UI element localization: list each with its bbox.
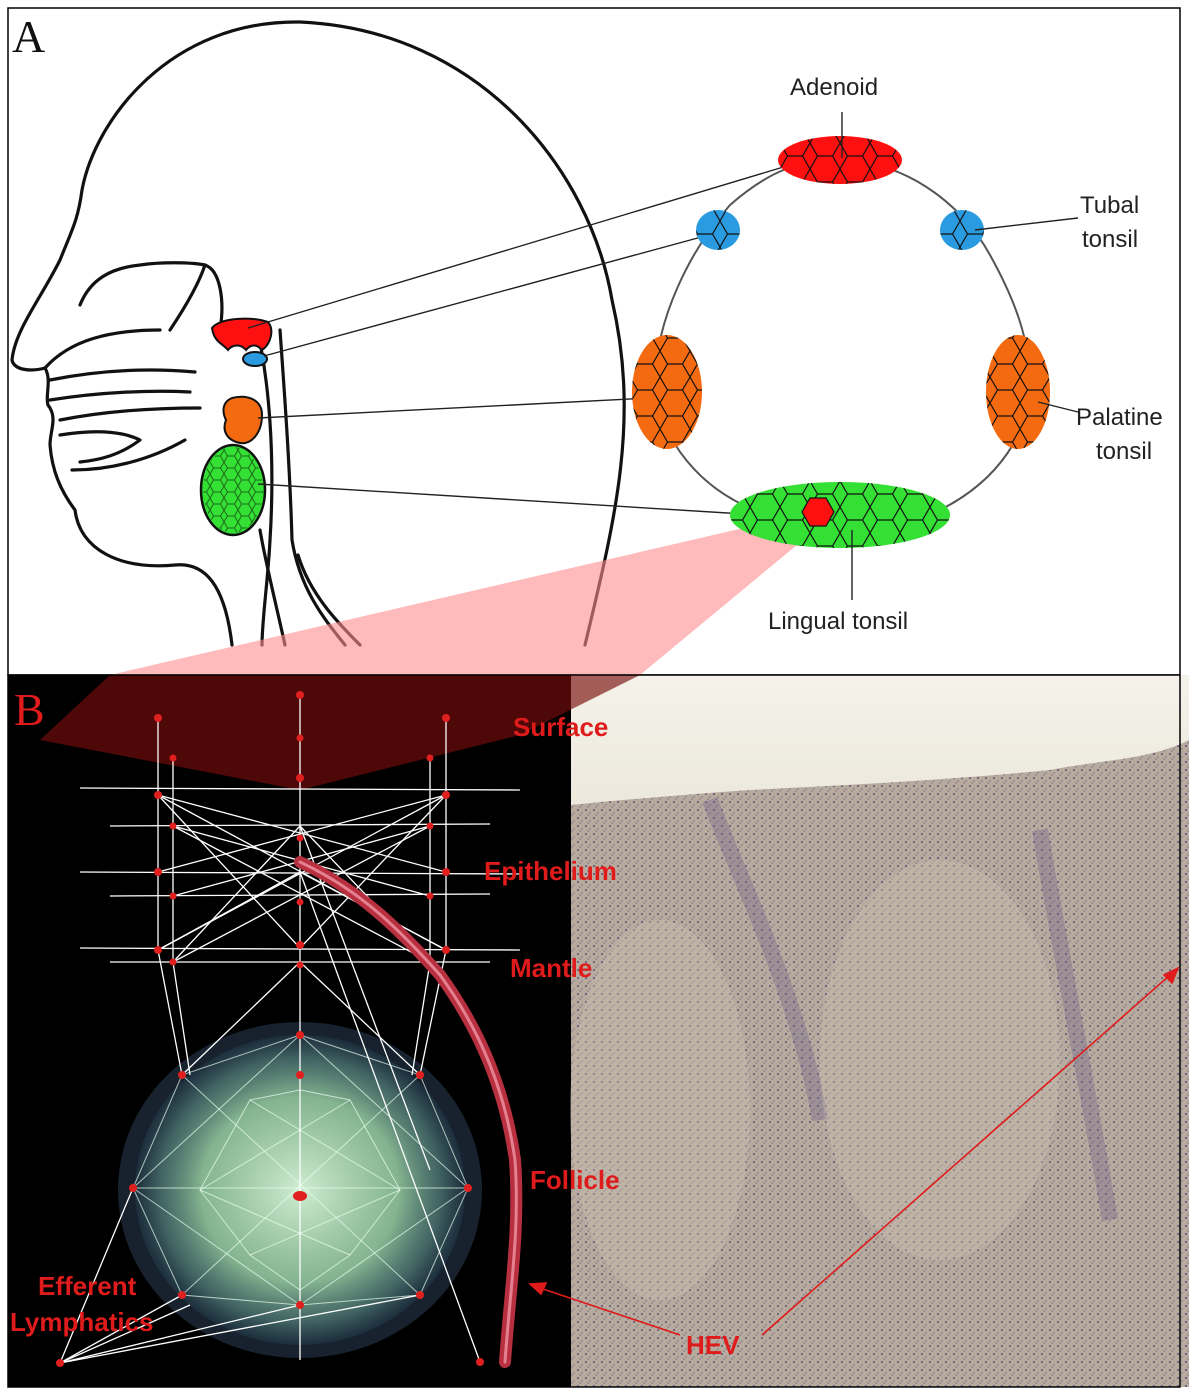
ring-palatine-tonsil-left <box>632 335 702 449</box>
ring-palatine-tonsil-right <box>986 335 1050 449</box>
label-tubal-line1: Tubal <box>1080 192 1139 219</box>
label-epithelium: Epithelium <box>484 856 617 886</box>
label-hev: HEV <box>686 1330 740 1360</box>
label-mantle: Mantle <box>510 953 592 983</box>
label-follicle: Follicle <box>530 1165 620 1195</box>
head-lingual-tonsil <box>201 445 265 535</box>
panel-b-letter: B <box>14 684 45 735</box>
label-efferent-line2: Lymphatics <box>10 1307 154 1337</box>
label-tubal-line2: tonsil <box>1082 226 1138 253</box>
ring-adenoid <box>778 136 902 184</box>
ring-lingual-tonsil <box>730 482 950 548</box>
histology-image <box>570 675 1189 1387</box>
head-palatine-tonsil <box>224 397 262 443</box>
head-tubal-tonsil <box>243 352 267 366</box>
panel-b: B Surface Epithelium Mantle Follicle Eff… <box>8 675 1189 1387</box>
label-lingual-tonsil: Lingual tonsil <box>768 608 908 635</box>
panel-a: A Adenoid Tubal tonsil Palatine tonsil L… <box>8 8 1180 740</box>
label-palatine-line2: tonsil <box>1096 438 1152 465</box>
panel-a-letter: A <box>12 11 45 62</box>
label-efferent-line1: Efferent <box>38 1271 137 1301</box>
label-adenoid: Adenoid <box>790 74 878 101</box>
ring-tubal-tonsil-left <box>696 210 740 250</box>
label-palatine-line1: Palatine <box>1076 404 1163 431</box>
label-surface: Surface <box>513 712 608 742</box>
